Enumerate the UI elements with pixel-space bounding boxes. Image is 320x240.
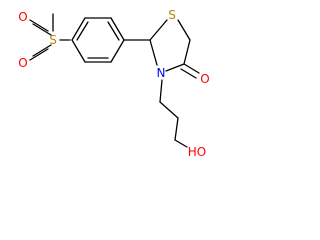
bond-sulfonyl-o-top-b [32,23,52,36]
benzene-bond-3 [110,17,125,41]
bond-carbonyl-b [180,68,197,79]
benzene-bond-4 [110,39,125,63]
benzene-bond-6 [71,39,86,63]
bond-chain3-oh [174,139,188,148]
bond-carbonyl-a [183,63,200,74]
bond-sulfonyl-o-bottom-a [32,44,52,57]
atom-carbonyl-o: O [200,72,209,86]
bond-c5-c4 [183,39,191,65]
atom-sulfonyl-s: S [49,33,57,47]
atom-sulfonyl-o-top: O [18,10,27,24]
bond-n3-c2 [149,39,158,66]
atom-sulfonyl-o-bottom: O [18,56,27,70]
benzene-bond-1 [71,17,86,41]
molecule-structure-diagram: S O O S N O HO [18,8,209,159]
atom-hydroxyl-oh: HO [188,145,206,159]
bond-c4-n3 [165,63,185,72]
bond-chain2-chain3 [174,117,179,141]
bond-c2-s1 [149,19,168,41]
bond-sulfonyl-o-bottom-b [29,48,49,61]
bond-sulfonyl-o-top-a [29,19,49,32]
bond-s1-c5 [177,19,191,41]
benzene-bond-1-inner [76,21,89,41]
bond-n3-chain1 [159,79,163,103]
atom-ring-s: S [168,8,176,22]
bond-chain1-chain2 [159,101,179,119]
benzene-bond-3-inner [107,21,120,41]
atom-ring-n: N [157,66,166,80]
